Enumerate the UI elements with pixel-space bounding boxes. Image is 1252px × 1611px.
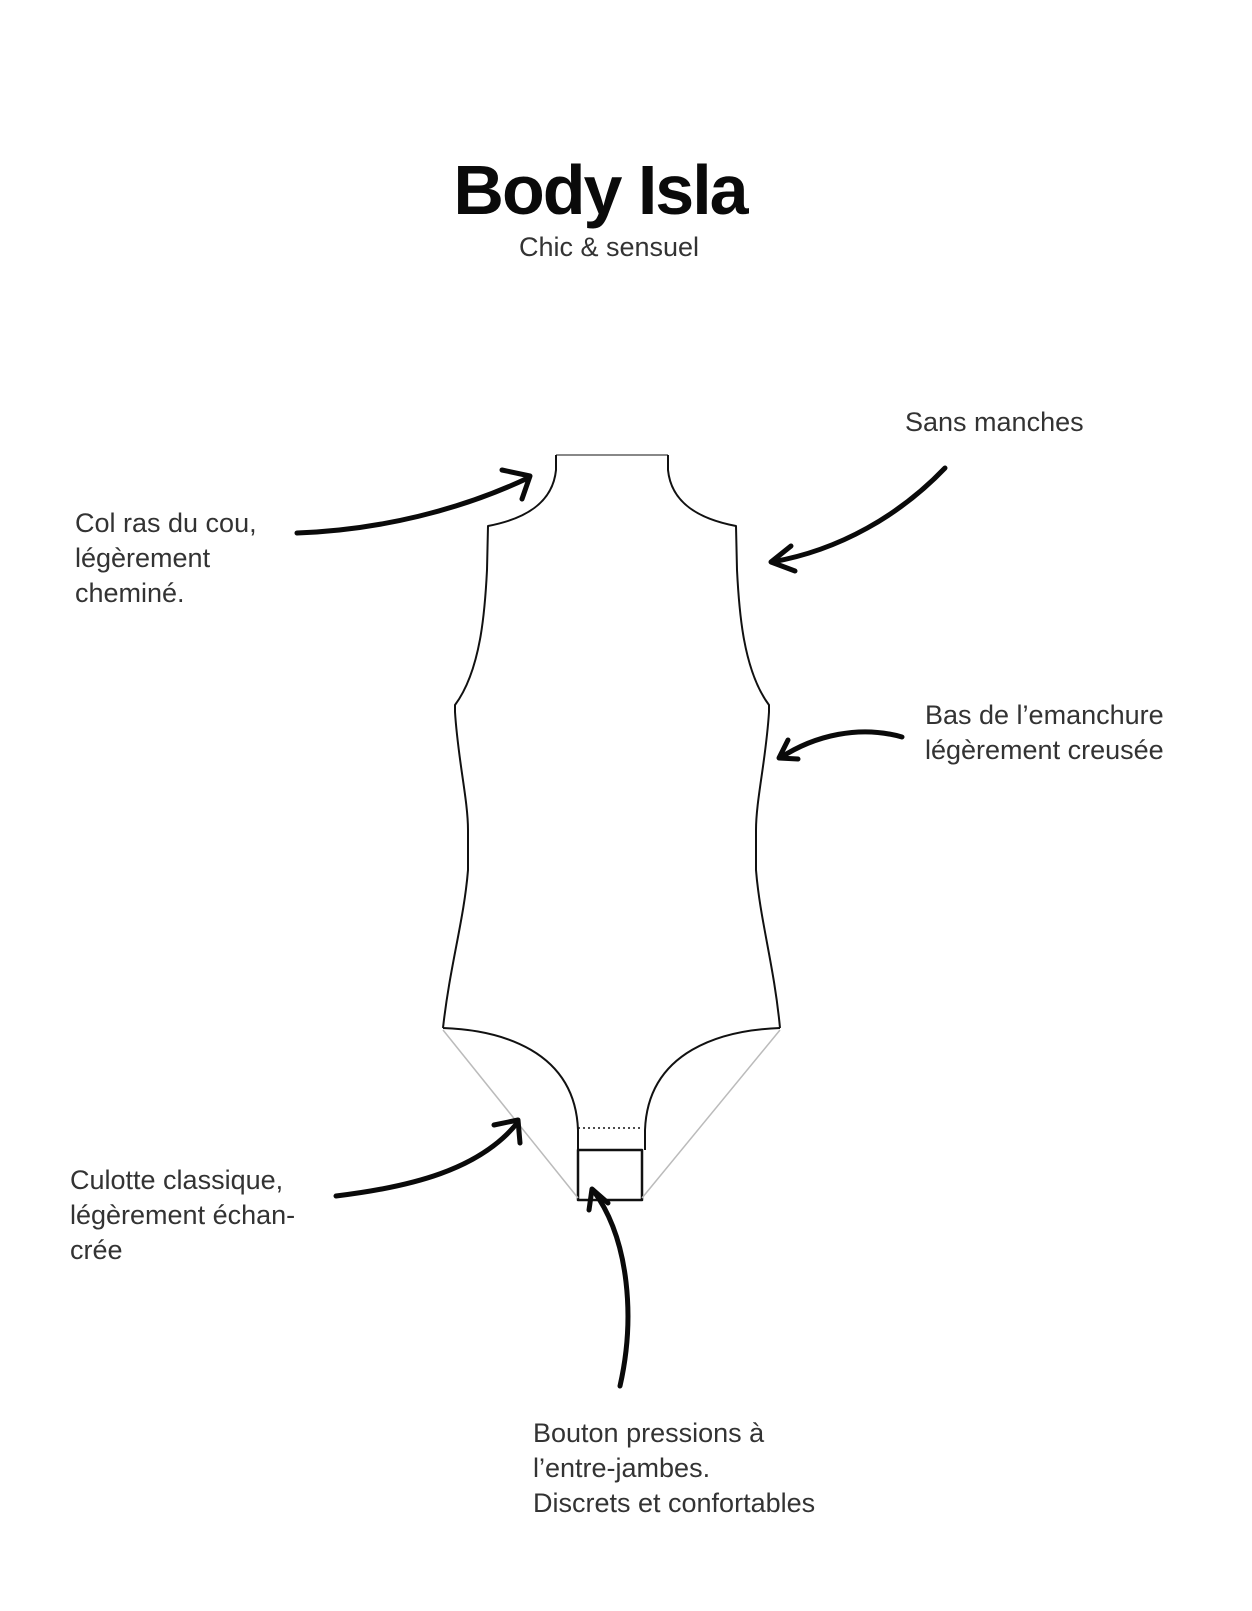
annotation-bouton: Bouton pressions à l’entre-jambes. Discr… <box>533 1418 816 1518</box>
arrow-emmanchure <box>777 729 905 761</box>
annotation-emmanchure: Bas de l’emanchure légèrement creusée <box>925 700 1164 765</box>
arrowhead-sans-manches <box>768 543 798 574</box>
snap-panel <box>576 1148 644 1202</box>
page-subtitle: Chic & sensuel <box>518 232 700 262</box>
arrowhead-culotte <box>491 1117 523 1146</box>
annotation-col: Col ras du cou, légèrement cheminé. <box>75 508 257 608</box>
annotation-sans-manches: Sans manches <box>905 407 1084 437</box>
arrow-sans-manches <box>769 465 948 565</box>
guide-line-left <box>442 1029 579 1199</box>
annotation-culotte: Culotte classique, légèrement échan- cré… <box>70 1165 296 1265</box>
left-leg-opening <box>442 1027 579 1150</box>
right-side-outline <box>667 455 781 1029</box>
arrow-bouton <box>590 1187 631 1389</box>
left-side-outline <box>442 455 557 1029</box>
arrowhead-col <box>499 467 533 502</box>
guide-lines <box>442 1029 781 1199</box>
bodysuit-outline <box>442 454 781 1202</box>
right-leg-opening <box>644 1027 781 1150</box>
arrow-col <box>294 475 531 536</box>
arrows <box>294 465 948 1389</box>
page-title: Body Isla <box>453 151 748 229</box>
arrowhead-bouton <box>586 1186 611 1213</box>
arrow-culotte <box>333 1119 521 1199</box>
guide-line-right <box>641 1029 781 1199</box>
arrowhead-emmanchure <box>776 737 801 762</box>
